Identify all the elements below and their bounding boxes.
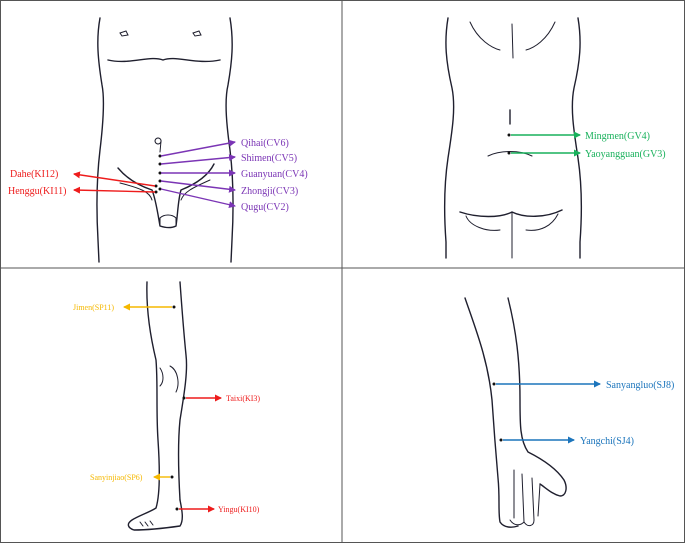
yaoyangguan-dot	[507, 151, 511, 155]
yingu-label: Yingu(KI10)	[218, 505, 260, 514]
guanyuan-label: Guanyuan(CV4)	[241, 169, 308, 180]
zhongji-label: Zhongji(CV3)	[241, 186, 298, 197]
qihai-label: Qihai(CV6)	[241, 138, 289, 149]
henggu-arrow	[73, 186, 156, 194]
yaoyangguan-label: Yaoyangguan(GV3)	[585, 149, 666, 160]
panel-leg: Jimen(SP11) Taixi(KI3) Sanyinjiao(SP6) Y…	[73, 281, 260, 531]
panel-arm: Sanyangluo(SJ8) Yangchi(SJ4)	[464, 297, 674, 528]
shimen-label: Shimen(CV5)	[241, 153, 297, 164]
panel-back: Mingmen(GV4) Yaoyangguan(GV3)	[443, 17, 666, 259]
qugu-label: Qugu(CV2)	[241, 202, 289, 213]
arm-outline	[464, 297, 567, 528]
torso-front-outline	[96, 17, 234, 263]
panel-abdomen: Qihai(CV6) Shimen(CV5) Guanyuan(CV4) Zho…	[8, 17, 308, 263]
mingmen-label: Mingmen(GV4)	[585, 131, 650, 142]
qugu-arrow	[160, 188, 236, 209]
torso-back-outline	[443, 17, 583, 259]
henggu-label: Henggu(KI11)	[8, 186, 67, 197]
jimen-dot	[172, 305, 176, 309]
sanyangluo-dot	[492, 382, 496, 386]
dahe-arrow	[73, 171, 156, 187]
qihai-arrow	[160, 139, 236, 157]
yangchi-label: Yangchi(SJ4)	[580, 436, 634, 447]
sanyinjiao-label: Sanyinjiao(SP6)	[90, 473, 143, 482]
sanyangluo-label: Sanyangluo(SJ8)	[606, 380, 674, 391]
shimen-arrow	[160, 154, 236, 165]
yangchi-dot	[499, 438, 503, 442]
taixi-label: Taixi(KI3)	[226, 394, 260, 403]
sanyinjiao-dot	[170, 475, 174, 479]
abdomen-acupoint-dots	[154, 154, 162, 194]
jimen-label: Jimen(SP11)	[73, 303, 114, 312]
taixi-dot	[182, 396, 186, 400]
dahe-label: Dahe(KI12)	[10, 169, 58, 180]
leg-outline	[127, 281, 188, 531]
zhongji-arrow	[160, 180, 236, 193]
yingu-dot	[175, 507, 179, 511]
mingmen-dot	[507, 133, 511, 137]
